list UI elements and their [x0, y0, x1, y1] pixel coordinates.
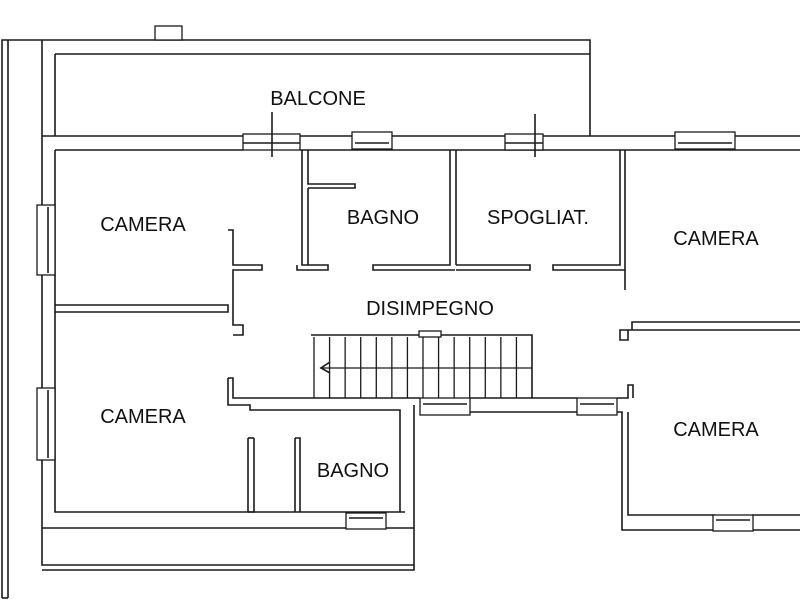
windows: [36, 112, 754, 532]
room-labels: BALCONE CAMERA BAGNO SPOGLIAT. CAMERA DI…: [100, 88, 759, 482]
window: [576, 397, 618, 416]
label-bagno-bottom: BAGNO: [317, 460, 389, 482]
window: [504, 133, 544, 151]
window: [36, 387, 56, 461]
label-camera-bottom-left: CAMERA: [100, 406, 186, 428]
window: [36, 204, 56, 276]
label-spogliatoio: SPOGLIAT.: [487, 207, 589, 229]
label-camera-top-left: CAMERA: [100, 214, 186, 236]
window: [351, 131, 393, 150]
label-camera-top-right: CAMERA: [673, 228, 759, 250]
label-camera-bottom-right: CAMERA: [673, 419, 759, 441]
staircase: [311, 330, 533, 398]
chimney: [154, 25, 183, 41]
window: [419, 397, 471, 416]
label-bagno-top: BAGNO: [347, 207, 419, 229]
window: [345, 512, 387, 530]
interior-walls: [42, 135, 800, 531]
window: [674, 131, 736, 150]
window: [712, 514, 754, 532]
label-disimpegno: DISIMPEGNO: [366, 298, 494, 320]
stairs-direction-arrow-icon: [319, 361, 331, 374]
label-balcone: BALCONE: [270, 88, 366, 110]
stair-landing-mark: [418, 330, 442, 338]
